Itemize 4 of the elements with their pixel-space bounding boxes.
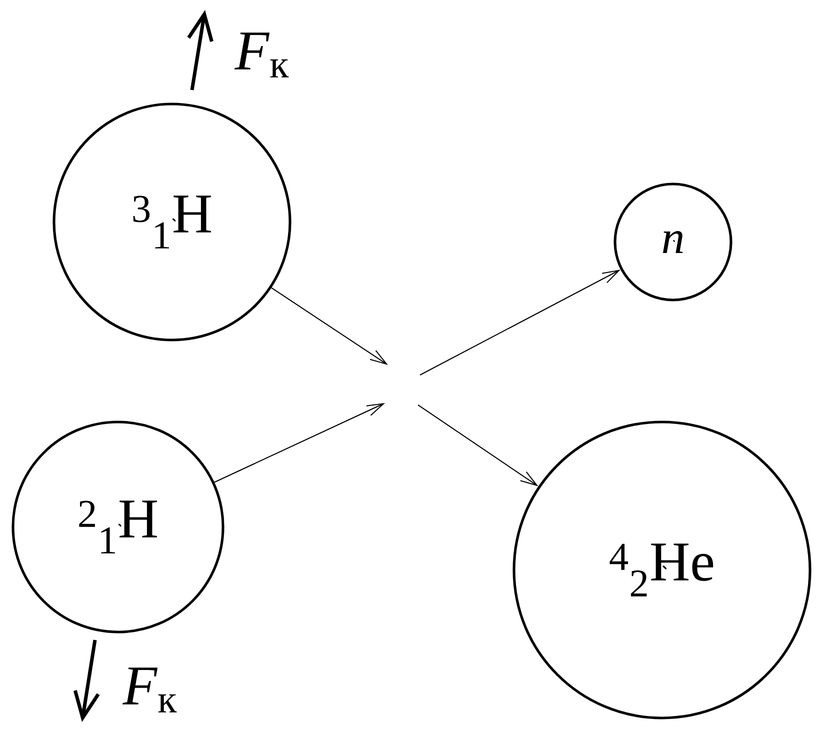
arrow [271,287,388,365]
arrow [214,403,385,483]
arrow [420,270,621,376]
arrow [418,404,538,486]
